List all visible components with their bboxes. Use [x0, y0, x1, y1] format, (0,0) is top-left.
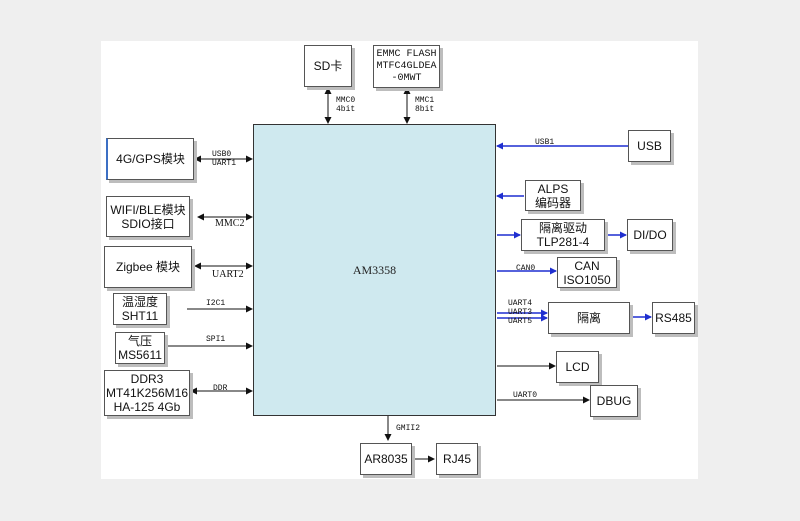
- usb1-label: USB1: [535, 138, 555, 147]
- mmc2-label: MMC2: [215, 218, 245, 229]
- lcd-box: LCD: [556, 351, 599, 383]
- zigbee-module-box: Zigbee 模块: [104, 246, 192, 288]
- isolation-box: 隔离: [548, 302, 630, 334]
- ms5611-sensor-box: 气压 MS5611: [115, 332, 165, 364]
- sd-card-box: SD卡: [304, 45, 352, 87]
- uart345-label: UART4 UART3 UART5: [508, 299, 533, 326]
- i2c1-label: I2C1: [206, 299, 226, 308]
- am3358-cpu: AM3358: [253, 124, 496, 416]
- ddr3-memory-box: DDR3 MT41K256M16 HA-125 4Gb: [104, 370, 190, 416]
- usb-box: USB: [628, 130, 671, 162]
- sht11-sensor-box: 温湿度 SHT11: [113, 293, 167, 325]
- uart2-label: UART2: [212, 269, 244, 280]
- emmc-flash-box: EMMC FLASH MTFC4GLDEA -0MWT: [373, 45, 440, 88]
- gps-module-box: 4G/GPS模块: [106, 138, 194, 180]
- ddr-label: DDR: [213, 384, 228, 393]
- can0-label: CAN0: [516, 264, 536, 273]
- ar8035-phy-box: AR8035: [360, 443, 412, 475]
- uart0-label: UART0: [513, 391, 538, 400]
- debug-uart-box: DBUG: [590, 385, 638, 417]
- rj45-box: RJ45: [436, 443, 478, 475]
- dido-box: DI/DO: [627, 219, 673, 251]
- wifi-ble-module-box: WIFI/BLE模块 SDIO接口: [106, 196, 190, 237]
- can-transceiver-box: CAN ISO1050: [557, 257, 617, 288]
- rs485-box: RS485: [652, 302, 695, 334]
- isolation-driver-box: 隔离驱动 TLP281-4: [521, 219, 605, 251]
- alps-encoder-box: ALPS 编码器: [525, 180, 581, 211]
- spi1-label: SPI1: [206, 335, 226, 344]
- gmii2-label: GMII2: [396, 424, 421, 433]
